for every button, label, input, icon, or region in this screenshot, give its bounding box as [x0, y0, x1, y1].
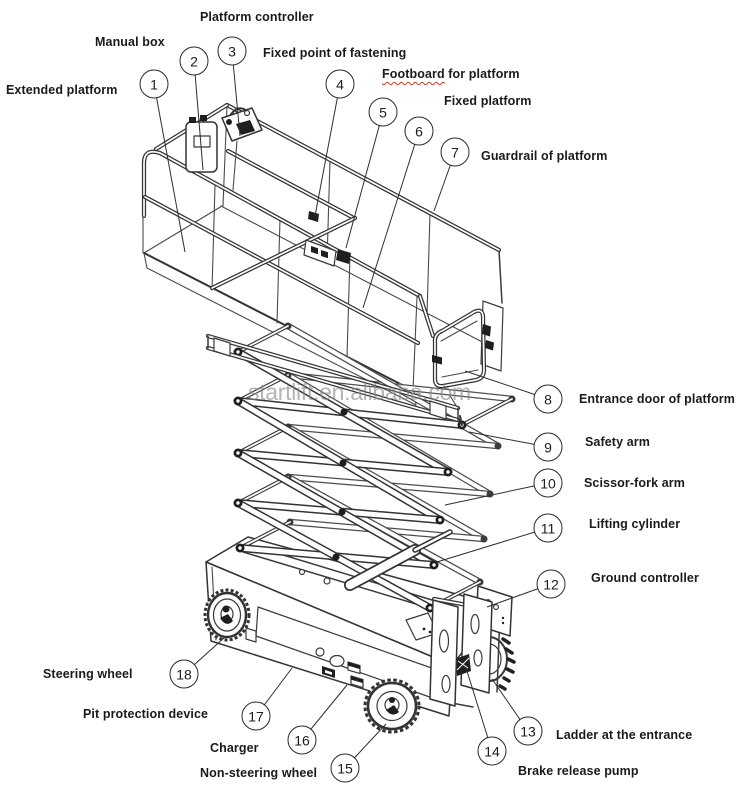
part-label-18: Steering wheel [43, 667, 133, 681]
callout-balloon-16: 16 [287, 725, 317, 755]
callout-balloon-2: 2 [179, 46, 209, 76]
part-label-2: Manual box [95, 35, 165, 49]
callout-balloon-4: 4 [325, 69, 355, 99]
callout-balloon-18: 18 [169, 659, 199, 689]
non-steering-wheel-drawing [363, 678, 421, 734]
misspelled-word: Footboard [382, 67, 445, 81]
part-label-17: Pit protection device [83, 707, 209, 721]
scissor-arms-drawing [233, 322, 516, 613]
part-label-4: Fixed point of fastening [263, 46, 407, 60]
leader-line-6 [362, 130, 420, 309]
leader-line-1 [153, 83, 186, 253]
leader-line-2 [193, 60, 204, 171]
callout-balloon-17: 17 [241, 701, 271, 731]
part-label-5: Footboard for platform [382, 67, 520, 81]
manual-box-drawing [185, 115, 218, 173]
part-label-15: Non-steering wheel [200, 766, 318, 780]
callout-balloon-12: 12 [536, 569, 566, 599]
callout-balloon-11: 11 [533, 513, 563, 543]
part-label-16: Charger [210, 741, 259, 755]
leader-line-10 [444, 482, 549, 506]
callout-balloon-8: 8 [533, 384, 563, 414]
callout-balloon-7: 7 [440, 137, 470, 167]
platform-controller-drawing [221, 107, 263, 191]
part-label-9: Safety arm [585, 435, 650, 449]
part-label-12: Ground controller [591, 571, 699, 585]
part-label-10: Scissor-fork arm [584, 476, 685, 490]
callout-balloon-9: 9 [533, 432, 563, 462]
callout-balloon-5: 5 [368, 97, 398, 127]
part-label-1: Extended platform [6, 83, 118, 97]
callout-balloon-10: 10 [533, 468, 563, 498]
leader-line-5 [345, 111, 384, 249]
part-label-8: Entrance door of platform [579, 392, 735, 406]
platform-underframe-drawing [208, 336, 463, 426]
part-label-13: Ladder at the entrance [556, 728, 693, 742]
part-label-11: Lifting cylinder [589, 517, 681, 531]
callout-balloon-14: 14 [477, 736, 507, 766]
steering-wheel-drawing [203, 588, 251, 642]
leader-lines [153, 50, 552, 769]
part-label-3: Platform controller [200, 10, 314, 24]
part-label-14: Brake release pump [518, 764, 639, 778]
callout-balloon-1: 1 [139, 69, 169, 99]
leader-line-4 [314, 83, 341, 217]
leader-line-11 [436, 527, 549, 563]
callout-balloon-15: 15 [330, 753, 360, 783]
callout-balloon-13: 13 [513, 716, 543, 746]
chassis-drawing [205, 536, 501, 717]
callout-balloon-3: 3 [217, 36, 247, 66]
callout-balloon-6: 6 [404, 116, 434, 146]
part-label-7: Guardrail of platform [481, 149, 608, 163]
entrance-gate-drawing [432, 300, 504, 408]
part-label-6: Fixed platform [444, 94, 532, 108]
